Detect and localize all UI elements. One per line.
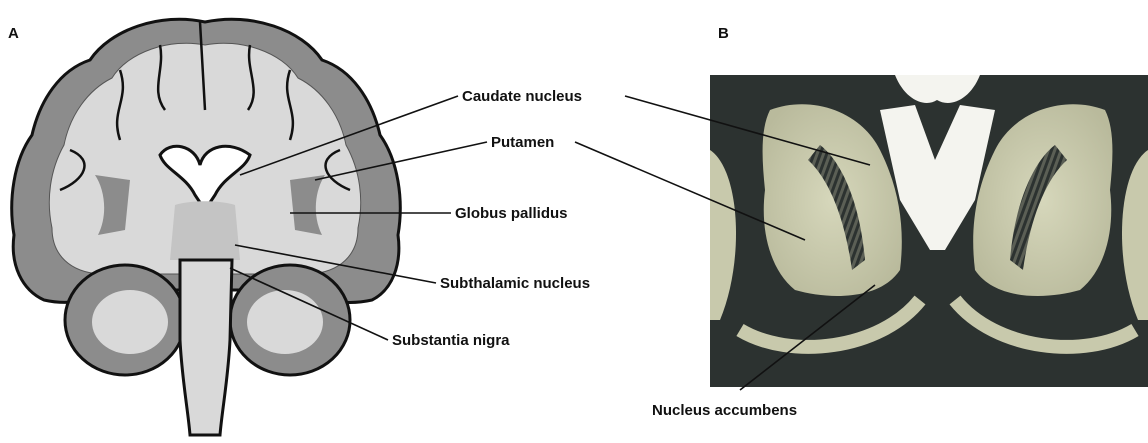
label-putamen: Putamen <box>491 134 554 151</box>
label-substantia-nigra: Substantia nigra <box>392 332 510 349</box>
label-nucleus-accumbens: Nucleus accumbens <box>652 402 797 419</box>
panel-b-letter: B <box>718 25 729 42</box>
brain-coronal-section <box>12 19 401 435</box>
thalamus <box>170 201 240 260</box>
brainstem <box>180 260 232 435</box>
stained-section <box>710 75 1148 387</box>
label-caudate-nucleus: Caudate nucleus <box>462 88 582 105</box>
label-subthalamic-nucleus: Subthalamic nucleus <box>440 275 590 292</box>
panel-a-letter: A <box>8 25 19 42</box>
label-globus-pallidus: Globus pallidus <box>455 205 568 222</box>
